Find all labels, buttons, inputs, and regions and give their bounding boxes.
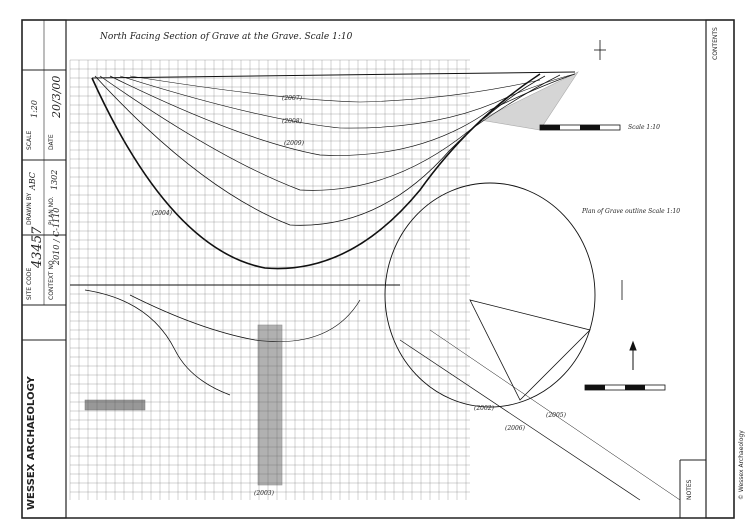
context-label-3: (2009) [284, 140, 304, 147]
company-name: WESSEX ARCHAEOLOGY [26, 376, 37, 510]
north-arrow-icon [629, 340, 637, 370]
footer-credit: © Wessex Archaeology [738, 430, 745, 500]
plan-value: 1302 [50, 169, 59, 190]
contents-label: CONTENTS [712, 27, 719, 60]
context-label-7: (2006) [505, 425, 525, 432]
scale-bar-lower [584, 384, 666, 391]
context-label-6: (2005) [546, 412, 566, 419]
context-label-2: (2008) [282, 118, 302, 125]
drawn-by-label: DRAWN BY [26, 192, 33, 225]
drawn-by-value: ABC [28, 172, 37, 190]
site-code-value: 43457 [30, 226, 45, 268]
plan-features [70, 182, 681, 501]
date-label: DATE [48, 134, 55, 150]
date-value: 20/3/00 [50, 75, 63, 118]
inset-scale: Scale 1:10 [628, 124, 660, 131]
drawing-grid [69, 59, 470, 500]
drawing-heading: North Facing Section of Grave at the Gra… [100, 32, 353, 42]
sheet-border [21, 19, 735, 519]
context-label-5: (2004) [152, 210, 172, 217]
plan-note: Plan of Grave outline Scale 1:10 [582, 208, 681, 215]
site-code-label: SITE CODE [26, 267, 33, 300]
context-label-8: (2002) [474, 405, 494, 412]
scale-value: 1:20 [30, 100, 39, 118]
scale-label: SCALE [26, 130, 33, 150]
section-profile-lines [91, 71, 579, 270]
context-label-4: (2003) [254, 490, 274, 497]
contents-column [705, 19, 735, 519]
context-label-1: (2007) [282, 95, 302, 102]
datum-marker-icon [594, 40, 623, 300]
notes-label: NOTES [686, 479, 693, 500]
scale-bar-upper [539, 124, 621, 131]
plan-label: PLAN NO. [48, 196, 55, 225]
